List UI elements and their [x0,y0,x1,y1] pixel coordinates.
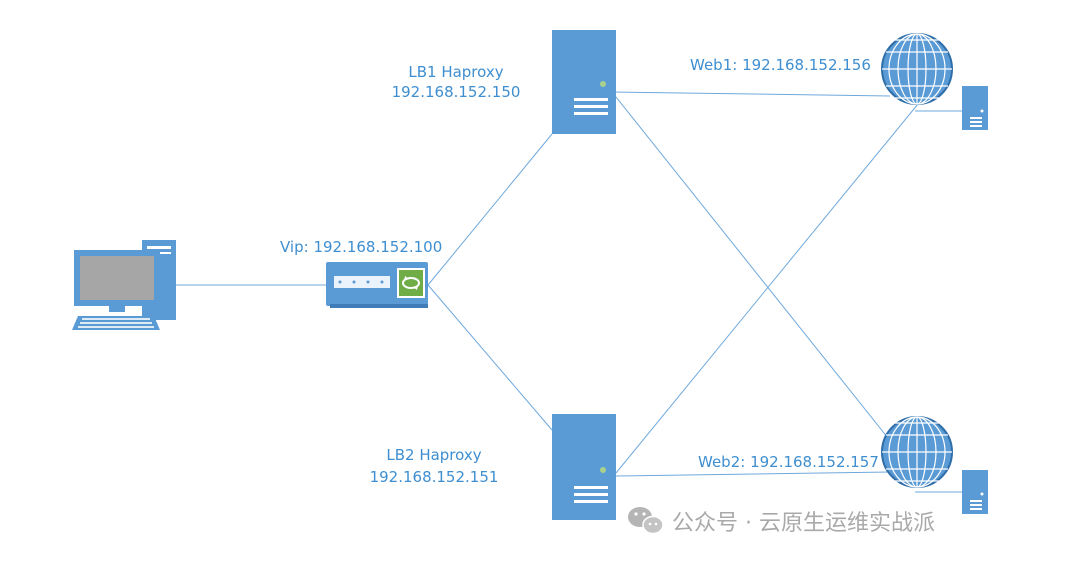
link-lb2-web1 [615,103,919,474]
link-lb2-web2 [615,471,891,477]
lb2-ip-label: 192.168.152.151 [370,468,499,486]
wechat-icon [628,507,664,535]
link-lb1-web2 [611,91,889,439]
web2-globe-icon [881,416,953,488]
web2-mini-server-icon [962,470,988,514]
link-vip-lb1 [427,133,553,286]
watermark: 公众号 · 云原生运维实战派 [628,507,935,536]
web1-label: Web1: 192.168.152.156 [690,56,871,74]
lb2-name-label: LB2 Haproxy [386,446,481,464]
watermark-text: 公众号 · 云原生运维实战派 [672,511,935,536]
switch-icon [326,262,428,308]
web1-mini-server-icon [962,86,988,130]
lb2-server-tower-icon [552,414,616,520]
web2-label: Web2: 192.168.152.157 [698,453,879,471]
link-vip-lb2 [427,284,553,431]
web1-globe-icon [881,33,953,105]
lb1-ip-label: 192.168.152.150 [392,83,521,101]
lb1-name-label: LB1 Haproxy [408,63,503,81]
desktop-computer-icon [72,240,176,330]
vip-label: Vip: 192.168.152.100 [280,238,442,256]
connections [176,91,962,493]
lb1-server-tower-icon [552,30,616,134]
link-lb1-web1 [611,91,891,97]
